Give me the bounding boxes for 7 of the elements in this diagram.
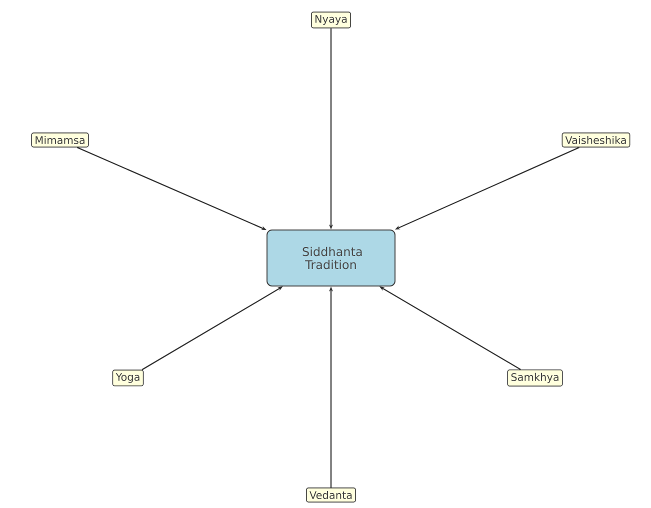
hub-box: Siddhanta Tradition <box>266 230 396 286</box>
school-box: Mimamsa <box>31 132 89 148</box>
school-box: Vaisheshika <box>562 132 630 148</box>
school-box: Vedanta <box>306 488 356 502</box>
school-box: Nyaya <box>311 12 351 28</box>
school-box: Yoga <box>112 370 144 386</box>
school-box: Samkhya <box>507 370 563 386</box>
